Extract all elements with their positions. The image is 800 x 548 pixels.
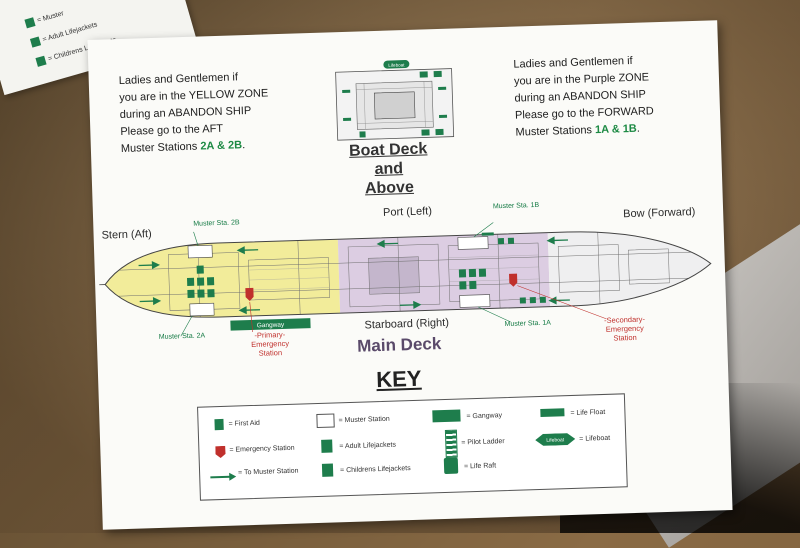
emergency-station-icon	[215, 445, 226, 463]
key-life-float: = Life Float	[570, 409, 605, 417]
key-gangway: = Gangway	[466, 412, 502, 420]
key-emergency-station: = Emergency Station	[229, 445, 294, 454]
main-deck-title: Main Deck	[357, 334, 442, 357]
pilot-ladder-icon	[445, 430, 458, 458]
life-raft-icon	[444, 458, 458, 474]
key-adult-lifejackets: = Adult Lifejackets	[339, 442, 396, 451]
key-pilot-ladder: = Pilot Ladder	[461, 438, 505, 446]
svg-text:Lifeboat: Lifeboat	[546, 437, 565, 444]
key-legend: = First Aid = Muster Station = Gangway =…	[197, 393, 628, 500]
main-deck-plan: Gangway	[98, 215, 721, 344]
key-lifeboat: = Lifeboat	[579, 435, 610, 443]
key-childrens-lifejackets: = Childrens Lifejackets	[340, 465, 411, 474]
gangway-sign: Gangway	[257, 321, 285, 329]
key-life-raft: = Life Raft	[464, 462, 496, 470]
back-sheet-row: = Muster	[24, 9, 64, 29]
key-title: KEY	[376, 366, 422, 393]
child-lifejacket-icon	[35, 56, 46, 67]
lifeboat-tag: Lifeboat	[388, 62, 405, 68]
key-muster-station: = Muster Station	[338, 416, 389, 425]
muster-1b-label: Muster Sta. 1B	[493, 202, 539, 210]
yellow-zone-notice: Ladies and Gentlemen if you are in the Y…	[119, 66, 332, 158]
muster-station-icon	[316, 413, 334, 428]
muster-icon	[24, 17, 35, 28]
child-lifejacket-icon	[322, 464, 333, 477]
port-label: Port (Left)	[383, 205, 432, 219]
first-aid-icon	[214, 419, 223, 430]
purple-zone-notice: Ladies and Gentlemen if you are in the P…	[513, 50, 716, 141]
lifeboat-icon: Lifeboat	[535, 432, 576, 451]
key-to-muster: = To Muster Station	[238, 468, 299, 477]
muster-2b-label: Muster Sta. 2B	[193, 219, 239, 227]
boat-deck-plan: Lifeboat	[333, 57, 456, 143]
key-first-aid: = First Aid	[228, 420, 260, 428]
life-float-icon	[540, 408, 564, 417]
adult-lifejacket-icon	[30, 36, 41, 47]
to-muster-arrow-icon	[210, 469, 237, 488]
muster-plan-sheet: Ladies and Gentlemen if you are in the Y…	[87, 20, 732, 530]
boat-deck-title: Boat Deck and Above	[349, 139, 429, 198]
gangway-icon	[432, 409, 460, 422]
adult-lifejacket-icon	[321, 440, 332, 453]
